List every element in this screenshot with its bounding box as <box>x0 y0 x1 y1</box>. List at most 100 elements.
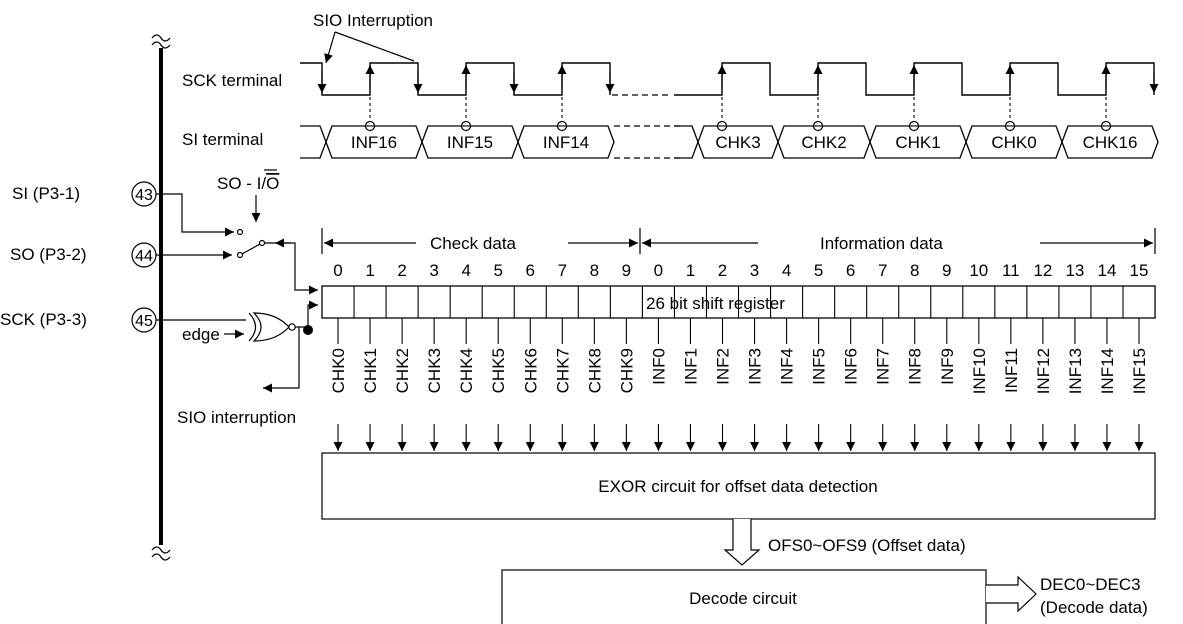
register-bit-index: 9 <box>942 261 951 280</box>
edge-detector-gate <box>156 300 318 342</box>
break-mark-top <box>151 34 171 49</box>
register-output-label: INF6 <box>842 348 861 385</box>
pin-si-label: SI (P3-1) <box>12 184 80 203</box>
si-waveform: INF16 INF15 INF14 CHK3 CHK2 CHK1 CHK0 CHK16 <box>300 125 1159 159</box>
decode-data-arrow <box>986 575 1037 613</box>
pin-sck: SCK (P3-3) 45 <box>0 307 157 333</box>
register-bit-index: 2 <box>718 261 727 280</box>
si-bit-label: INF16 <box>351 133 397 152</box>
edge-node-dot <box>303 325 313 335</box>
register-bit-index: 7 <box>558 261 567 280</box>
register-output-label: INF11 <box>1002 348 1021 393</box>
register-output-label: CHK4 <box>457 348 476 393</box>
decode-circuit-label: Decode circuit <box>689 589 797 608</box>
information-data-label: Information data <box>820 234 943 253</box>
register-bit-index: 1 <box>365 261 374 280</box>
sio-interrupt-label: SIO Interruption <box>313 11 433 30</box>
register-bit-index: 0 <box>654 261 663 280</box>
register-bit-index: 5 <box>493 261 502 280</box>
register-output-label: INF12 <box>1034 348 1053 394</box>
register-output-label: CHK0 <box>329 348 348 393</box>
si-terminal-label: SI terminal <box>182 130 263 149</box>
si-bit-cell: INF15 <box>421 125 519 159</box>
register-output-label: CHK1 <box>361 348 380 393</box>
register-output-label: INF8 <box>906 348 925 385</box>
register-output-label: INF10 <box>970 348 989 394</box>
exor-circuit-label: EXOR circuit for offset data detection <box>598 477 877 496</box>
register-bit-index: 14 <box>1098 261 1117 280</box>
sck-terminal-label: SCK terminal <box>182 71 282 90</box>
register-bit-index: 13 <box>1065 261 1084 280</box>
sio-interrupt-pointer <box>334 31 415 62</box>
register-bit-index: 8 <box>910 261 919 280</box>
register-output-label: INF5 <box>810 348 829 385</box>
offset-data-arrow <box>723 519 761 566</box>
si-bit-label: INF15 <box>447 133 493 152</box>
register-bit-index: 8 <box>590 261 599 280</box>
edge-label: edge <box>182 325 220 344</box>
register-output-label: CHK7 <box>553 348 572 393</box>
decode-data-label-1: DEC0~DEC3 <box>1040 575 1141 594</box>
pin-so-label: SO (P3-2) <box>10 245 87 264</box>
register-output-label: INF4 <box>778 348 797 385</box>
pin-so: SO (P3-2) 44 <box>10 242 157 268</box>
register-bit-index: 12 <box>1033 261 1052 280</box>
register-output-label: INF0 <box>649 348 668 385</box>
sio-interrupt-arrow-left <box>324 31 336 64</box>
register-bit-index: 9 <box>622 261 631 280</box>
register-output-label: CHK5 <box>489 348 508 393</box>
sio-interruption-label: SIO interruption <box>177 408 296 427</box>
register-output-label: INF14 <box>1098 348 1117 394</box>
si-bit-cell: INF14 <box>517 125 615 159</box>
pin-si: SI (P3-1) 43 <box>12 181 157 207</box>
register-output-label: CHK8 <box>585 348 604 393</box>
register-label: 26 bit shift register <box>646 294 785 313</box>
register-output-label: INF3 <box>746 348 765 385</box>
register-bit-index: 7 <box>878 261 887 280</box>
si-bit-label: CHK0 <box>991 133 1036 152</box>
si-bit-cell: CHK1 <box>869 125 967 159</box>
register-output-label: INF1 <box>681 348 700 385</box>
si-bit-cell: CHK16 <box>1061 125 1159 159</box>
si-bit-cell: CHK3 <box>697 125 779 159</box>
register-bit-index: 4 <box>782 261 791 280</box>
si-bit-cell: INF16 <box>325 125 423 159</box>
check-data-label: Check data <box>430 234 517 253</box>
pin-si-number: 43 <box>135 187 153 204</box>
sck-waveform <box>300 62 1159 96</box>
register-bit-index: 2 <box>397 261 406 280</box>
decode-data-label-2: (Decode data) <box>1040 598 1148 617</box>
register-output-label: INF15 <box>1130 348 1149 394</box>
register-bit-index: 10 <box>969 261 988 280</box>
so-io-label: SO - I/O <box>217 174 279 193</box>
so-switch <box>156 193 318 295</box>
si-bit-label: INF14 <box>543 133 589 152</box>
break-mark-bottom <box>151 546 171 561</box>
si-bit-cell: CHK0 <box>965 125 1063 159</box>
pin-so-number: 44 <box>135 248 153 265</box>
sample-lines <box>364 97 1112 132</box>
register-output-label: INF9 <box>938 348 957 385</box>
register-output-label: INF13 <box>1066 348 1085 394</box>
pin-sck-number: 45 <box>135 313 153 330</box>
register-bit-index: 0 <box>333 261 342 280</box>
si-bit-label: CHK3 <box>715 133 760 152</box>
si-bit-label: CHK1 <box>895 133 940 152</box>
register-output-label: CHK9 <box>617 348 636 393</box>
register-bit-index: 1 <box>686 261 695 280</box>
sio-interruption-arrow <box>263 327 300 393</box>
register-bit-index: 3 <box>750 261 759 280</box>
shift-register <box>321 285 1156 319</box>
register-bit-index: 6 <box>846 261 855 280</box>
register-output-label: INF2 <box>714 348 733 385</box>
decode-circuit-box <box>501 569 987 624</box>
register-output-label: INF7 <box>874 348 893 385</box>
span-markers <box>321 228 1156 254</box>
cpu-bus-bar <box>151 34 171 561</box>
register-bit-index: 3 <box>429 261 438 280</box>
si-bit-cell: CHK2 <box>777 125 871 159</box>
register-bit-index: 4 <box>461 261 470 280</box>
